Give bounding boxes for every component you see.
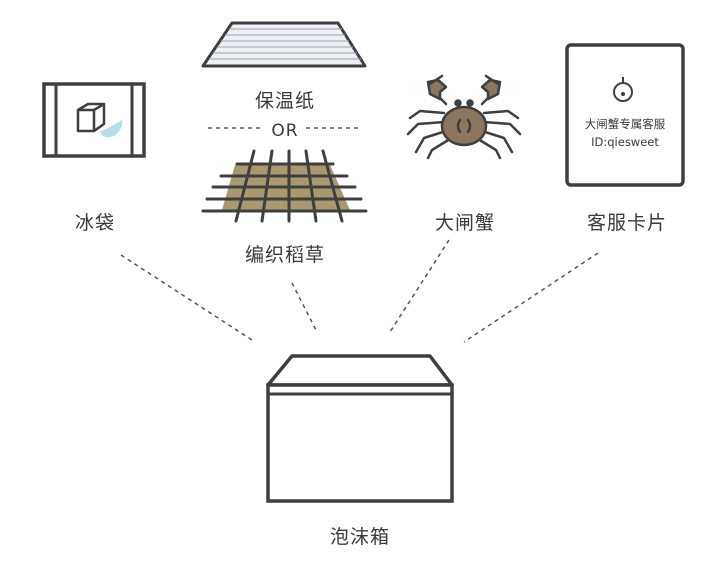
crab-icon [406,74,522,160]
woven-straw-icon [201,149,368,223]
service-card-icon [565,43,685,187]
ice-pack-icon [42,82,146,158]
or-text: OR [271,121,299,141]
crab-label: 大闸蟹 [434,212,496,234]
foam-box-icon [266,354,454,503]
service-card-line1: 大闸蟹专属客服 [584,117,666,131]
insulation-paper-icon [201,21,367,68]
insulation-paper-label: 保温纸 [254,90,316,112]
connector-lines [120,239,599,343]
ice-pack-label: 冰袋 [74,212,116,234]
service-card-label: 客服卡片 [586,212,668,234]
woven-straw-label: 编织稻草 [244,244,326,266]
foam-box-label: 泡沫箱 [329,526,391,548]
service-card-line2: ID:qiesweet [591,135,659,149]
